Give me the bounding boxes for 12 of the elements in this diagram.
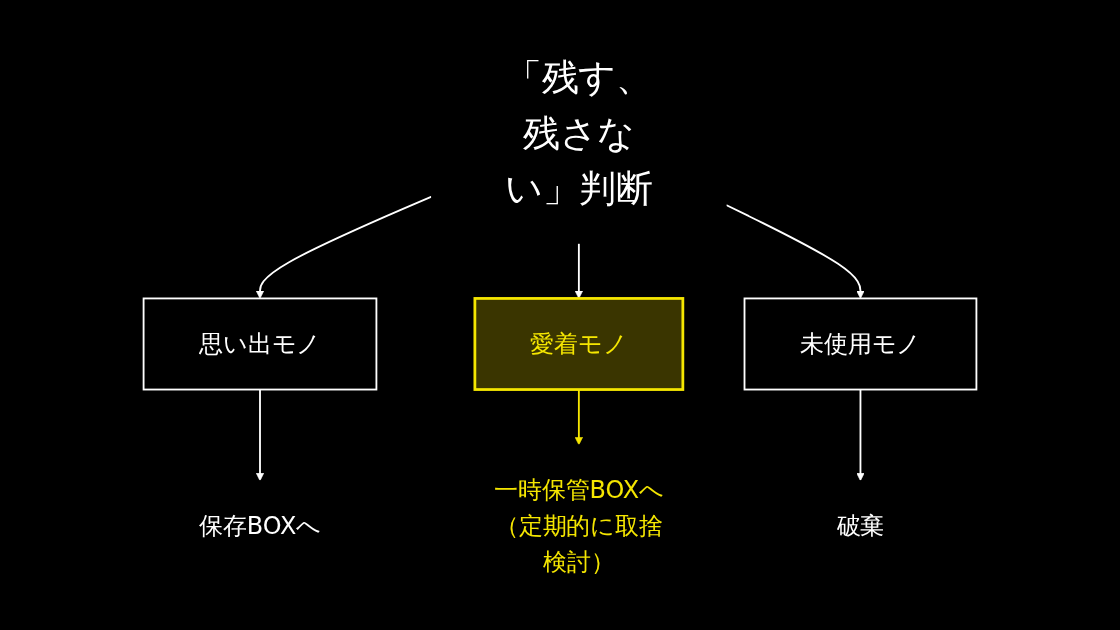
arrow: [725, 204, 865, 299]
node-text: 「残す、残さない」判断: [504, 56, 653, 210]
arrow: [574, 242, 583, 299]
arrow: [856, 388, 865, 481]
node-text: 保存BOXへ: [198, 511, 322, 540]
node-box: 愛着モノ: [473, 297, 685, 391]
node-text: 破棄: [836, 511, 885, 540]
node-text: 一時保管BOXへ （定期的に取捨検討）: [493, 476, 664, 576]
node-box: 未使用モノ: [743, 297, 978, 391]
node-box: 思い出モノ: [142, 297, 378, 391]
arrow: [255, 388, 265, 481]
arrow: [255, 195, 433, 299]
